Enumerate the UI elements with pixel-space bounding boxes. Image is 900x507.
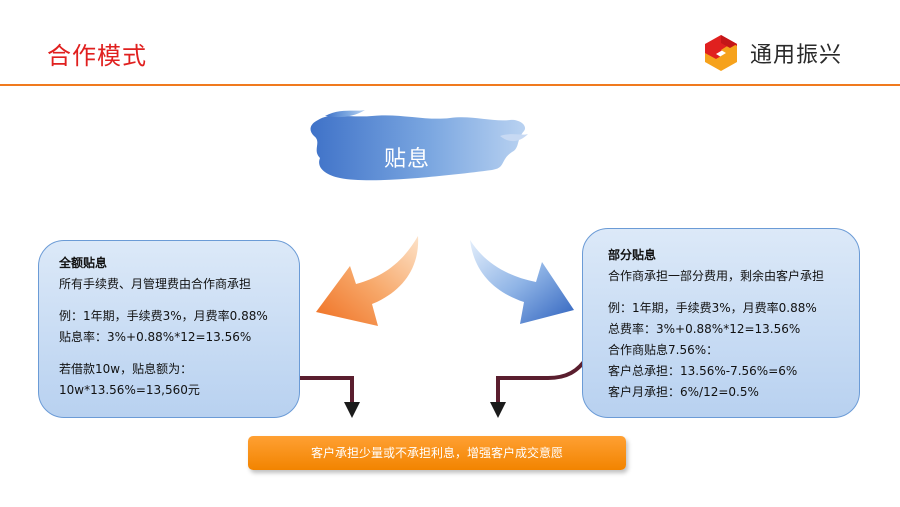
header-divider — [0, 84, 900, 86]
brush-stroke-shape — [310, 110, 528, 181]
box-heading: 全额贴息 — [59, 256, 108, 270]
curved-arrow-left-icon — [316, 236, 419, 326]
arrowhead-down-icon — [344, 402, 360, 418]
box-line: 所有手续费、月管理费由合作商承担 — [59, 277, 252, 291]
box-line: 合作商贴息7.56%： — [608, 343, 719, 357]
connector-right — [490, 354, 590, 418]
box-line: 客户总承担：13.56%-7.56%=6% — [608, 364, 798, 378]
box-line: 若借款10w，贴息额为： — [59, 362, 193, 376]
curved-arrow-right-icon — [470, 240, 574, 324]
conclusion-banner: 客户承担少量或不承担利息，增强客户成交意愿 — [248, 436, 626, 470]
slide-title: 合作模式 — [47, 42, 147, 70]
logo-text: 通用振兴 — [750, 43, 843, 68]
box-line: 例：1年期，手续费3%，月费率0.88% — [608, 301, 817, 315]
arrowhead-down-icon — [490, 402, 506, 418]
logo-icon — [705, 35, 737, 71]
box-line: 合作商承担一部分费用，剩余由客户承担 — [608, 269, 825, 283]
partial-subsidy-box: 部分贴息 合作商承担一部分费用，剩余由客户承担 例：1年期，手续费3%，月费率0… — [582, 228, 860, 418]
box-line: 例：1年期，手续费3%，月费率0.88% — [59, 309, 268, 323]
box-line: 10w*13.56%=13,560元 — [59, 383, 200, 397]
full-subsidy-box: 全额贴息 所有手续费、月管理费由合作商承担 例：1年期，手续费3%，月费率0.8… — [38, 240, 300, 418]
box-heading: 部分贴息 — [608, 248, 657, 262]
box-line: 客户月承担：6%/12=0.5% — [608, 385, 759, 399]
box-line: 总费率：3%+0.88%*12=13.56% — [608, 322, 801, 336]
company-logo: 通用振兴 — [700, 32, 842, 74]
center-label: 贴息 — [384, 147, 431, 172]
box-line: 贴息率：3%+0.88%*12=13.56% — [59, 330, 252, 344]
